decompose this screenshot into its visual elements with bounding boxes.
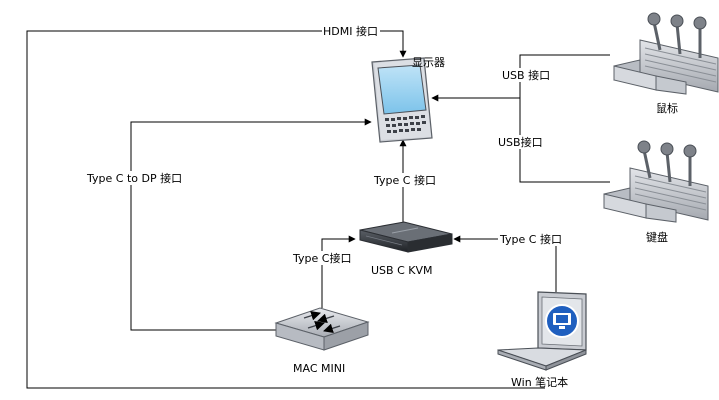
mac-label: MAC MINI <box>293 362 345 375</box>
laptop-kvm-label: Type C 接口 <box>499 233 562 246</box>
kvm-label: USB C KVM <box>371 264 432 277</box>
usb-keyboard-label: USB接口 <box>498 136 543 149</box>
hdmi-connector <box>26 30 545 389</box>
monitor-label: 显示器 <box>412 56 445 69</box>
laptop-kvm-connector <box>453 235 557 292</box>
usb-keyboard-connector <box>519 98 610 183</box>
mac-kvm-label: Type C接口 <box>292 252 351 265</box>
keyboard-label: 键盘 <box>646 230 668 244</box>
mouse-icon <box>613 12 719 95</box>
mac-monitor-connector <box>130 118 372 331</box>
keyboard-icon <box>603 140 709 223</box>
mouse-label: 鼠标 <box>656 101 678 115</box>
usb-mouse-label: USB 接口 <box>502 69 550 82</box>
mac-kvm-connector <box>321 235 356 308</box>
mac-monitor-label: Type C to DP 接口 <box>86 172 182 185</box>
kvm-monitor-label: Type C 接口 <box>373 174 436 187</box>
laptop-label: Win 笔记本 <box>511 375 568 389</box>
monitor-icon <box>371 57 433 143</box>
mac-mini-icon <box>274 307 370 351</box>
kvm-switch-icon <box>359 221 453 253</box>
laptop-icon <box>497 291 587 371</box>
usb-mouse-connector <box>519 54 610 98</box>
hdmi-label: HDMI 接口 <box>323 25 378 38</box>
